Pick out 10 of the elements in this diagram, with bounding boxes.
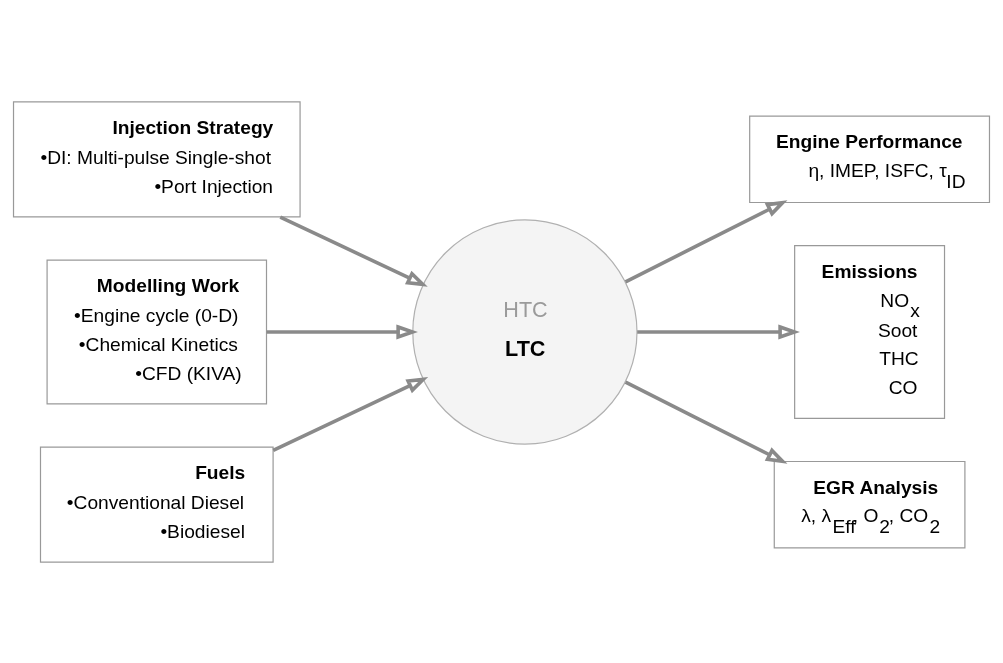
arrow bbox=[637, 323, 800, 340]
node-box: Modelling Work •Engine cycle (0-D) •Chemical Kinetics •CFD (KIVA) bbox=[46, 258, 268, 405]
node-box: Fuels •Conventional Diesel •Biodiesel bbox=[39, 446, 274, 563]
arrow bbox=[624, 199, 788, 283]
arrow bbox=[624, 380, 788, 464]
node-circle: HTC LTC bbox=[412, 218, 638, 445]
node-box: Injection Strategy •DI: Multi-pulse Single-shot •Port Injection bbox=[12, 100, 301, 217]
arrow bbox=[279, 214, 428, 287]
arrow bbox=[266, 323, 418, 340]
arrow bbox=[272, 376, 429, 452]
